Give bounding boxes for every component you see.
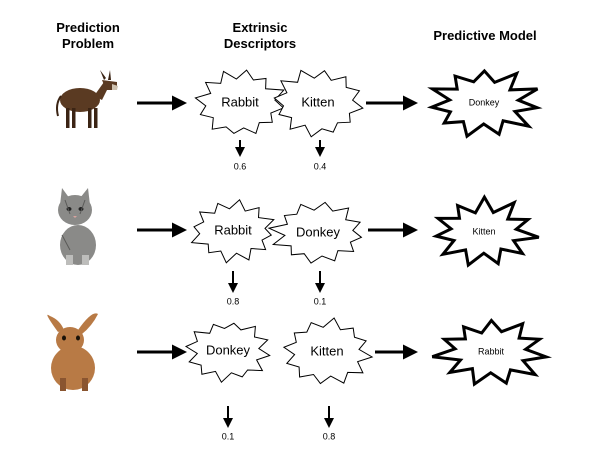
predictive-model-label: Donkey: [469, 97, 500, 107]
descriptor-value: 0.6: [234, 161, 247, 171]
header-extrinsic-descriptors-line1: Extrinsic: [232, 20, 288, 35]
descriptor-label: Rabbit: [221, 94, 259, 109]
donkey-image: [56, 70, 118, 128]
descriptor-star: [273, 69, 364, 138]
predictive-model-star: [431, 318, 553, 387]
predictive-model-label: Kitten: [472, 226, 495, 236]
header-extrinsic-descriptors-line2: Descriptors: [223, 36, 297, 51]
predictive-model-label: Rabbit: [478, 346, 505, 356]
predictive-model-star: [431, 194, 540, 268]
predictive-model-star: [426, 68, 543, 139]
kitten-image: [58, 188, 96, 265]
descriptor-label: Donkey: [206, 342, 251, 357]
descriptor-star: [194, 69, 285, 135]
descriptor-value: 0.8: [323, 431, 336, 441]
descriptor-value: 0.1: [222, 431, 235, 441]
descriptor-label: Kitten: [310, 343, 343, 358]
descriptor-star: [267, 201, 363, 264]
descriptor-label: Rabbit: [214, 222, 252, 237]
descriptor-value: 0.1: [314, 296, 327, 306]
descriptor-label: Donkey: [296, 224, 341, 239]
descriptor-value: 0.8: [227, 296, 240, 306]
header-prediction-problem-line1: Prediction: [56, 20, 120, 35]
descriptor-star: [282, 317, 374, 385]
header-prediction-problem: Prediction Problem: [38, 20, 138, 52]
descriptor-value: 0.4: [314, 161, 327, 171]
descriptor-star: [184, 322, 271, 384]
descriptor-label: Kitten: [301, 94, 334, 109]
rabbit-image: [47, 313, 98, 391]
header-extrinsic-descriptors: Extrinsic Descriptors: [205, 20, 315, 52]
header-predictive-model: Predictive Model: [433, 28, 537, 43]
header-prediction-problem-line2: Problem: [61, 36, 114, 51]
descriptor-star: [190, 198, 275, 264]
